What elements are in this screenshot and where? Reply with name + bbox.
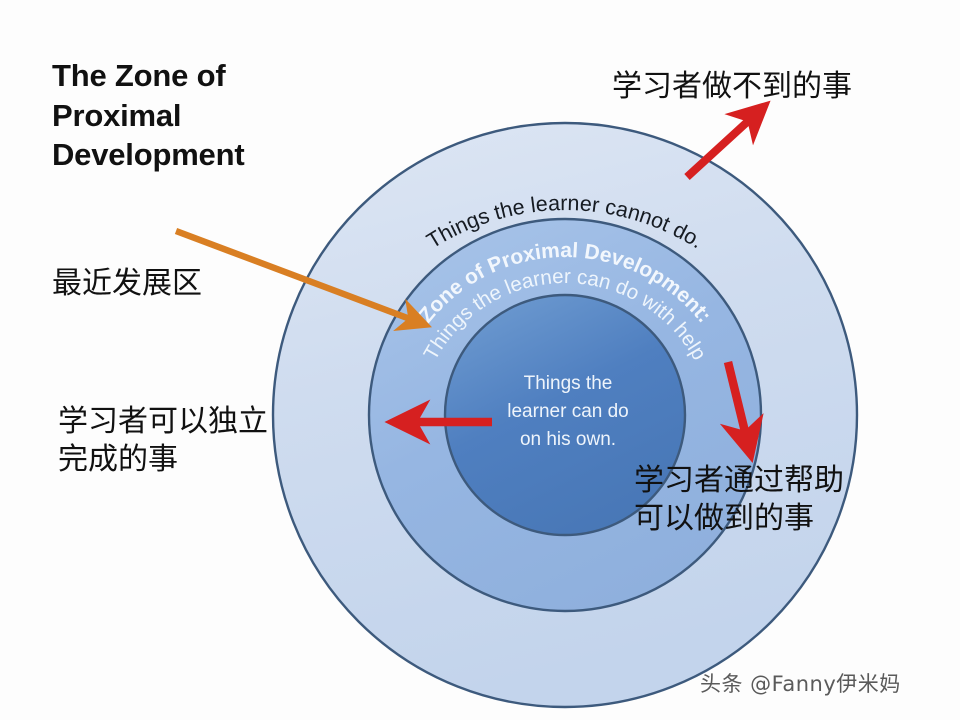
outer-ring-translation-label: 学习者做不到的事 <box>612 69 852 104</box>
cannot-do-callout-arrow <box>684 100 771 180</box>
page-title: The Zone of Proximal Development <box>52 58 245 173</box>
middle-ring-translation-label: 学习者通过帮助 可以做到的事 <box>634 463 844 537</box>
title-translation-label: 最近发展区 <box>52 266 202 301</box>
inner-ring-translation-label: 学习者可以独立 完成的事 <box>58 404 268 478</box>
with-help-callout-arrow <box>719 360 764 463</box>
title-pointer-arrow <box>174 227 432 332</box>
inner-ring-label: Things the learner can do on his own. <box>507 373 629 451</box>
inner-ring-circle <box>443 293 687 537</box>
watermark-label: 头条 @Fanny伊米妈 <box>700 672 901 696</box>
